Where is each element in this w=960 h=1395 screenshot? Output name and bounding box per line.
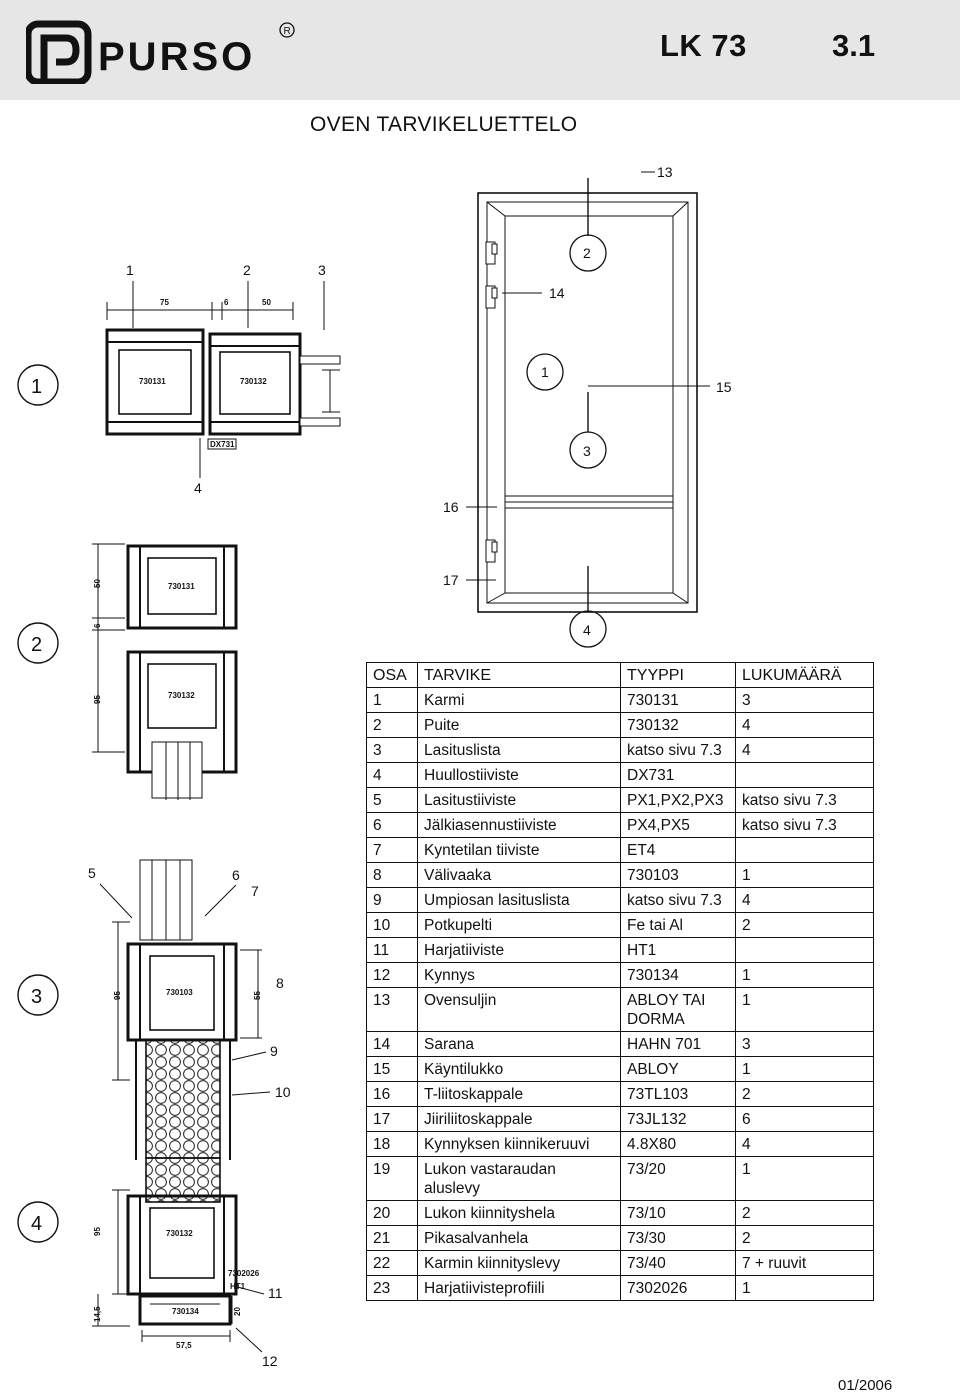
svg-text:14,5: 14,5 — [93, 1306, 102, 1322]
svg-text:3: 3 — [318, 262, 326, 278]
svg-text:11: 11 — [268, 1285, 283, 1301]
section-marker-2: 2 — [17, 622, 59, 664]
svg-text:1: 1 — [31, 376, 42, 398]
svg-text:3: 3 — [31, 986, 42, 1008]
svg-text:2: 2 — [243, 262, 251, 278]
section-marker-3: 3 — [17, 974, 59, 1016]
svg-text:730132: 730132 — [240, 377, 267, 386]
svg-text:4: 4 — [31, 1213, 42, 1235]
svg-text:12: 12 — [262, 1353, 278, 1369]
col-header-osa: OSA — [366, 662, 418, 688]
svg-text:1: 1 — [126, 262, 134, 278]
svg-text:55: 55 — [253, 991, 262, 1000]
col-header-lukumaara: LUKUMÄÄRÄ — [735, 662, 874, 688]
doc-number: 3.1 — [832, 28, 876, 63]
svg-text:95: 95 — [113, 991, 122, 1000]
svg-text:3: 3 — [583, 443, 591, 459]
svg-text:730132: 730132 — [168, 691, 195, 700]
svg-text:95: 95 — [93, 695, 102, 704]
svg-text:9: 9 — [270, 1043, 278, 1059]
svg-text:14: 14 — [549, 285, 565, 301]
col-header-tarvike: TARVIKE — [417, 662, 621, 688]
door-callouts: 13 2 14 1 15 3 16 17 4 — [443, 164, 732, 648]
svg-text:2: 2 — [31, 634, 42, 656]
svg-text:50: 50 — [93, 579, 102, 588]
svg-text:2: 2 — [583, 245, 591, 261]
svg-text:1: 1 — [541, 364, 549, 380]
svg-text:20: 20 — [233, 1307, 242, 1316]
svg-text:7302026: 7302026 — [228, 1269, 260, 1278]
footer-date: 01/2006 — [838, 1377, 893, 1394]
svg-text:5: 5 — [88, 865, 96, 881]
svg-text:15: 15 — [716, 379, 732, 395]
svg-text:DX731: DX731 — [210, 440, 235, 449]
svg-text:8: 8 — [276, 975, 284, 991]
svg-text:4: 4 — [583, 622, 591, 638]
purso-logo-icon: PURSO R — [26, 20, 295, 84]
svg-text:13: 13 — [657, 164, 673, 180]
svg-text:6: 6 — [224, 298, 229, 307]
svg-text:6: 6 — [232, 867, 240, 883]
svg-text:17: 17 — [443, 572, 459, 588]
svg-text:730131: 730131 — [139, 377, 166, 386]
header-bar: PURSO R LK 73 3.1 — [0, 0, 960, 100]
svg-text:57,5: 57,5 — [176, 1341, 192, 1350]
section-marker-1: 1 — [17, 364, 59, 406]
detail-3-section: 5 6 7 8 9 10 95 55 730103 — [88, 859, 291, 1160]
svg-text:7: 7 — [251, 883, 259, 899]
detail-2-section: 50 6 95 730131 730132 — [92, 543, 238, 800]
detail-1-section: 1 2 3 4 75 6 50 — [105, 262, 341, 496]
svg-text:730103: 730103 — [166, 988, 193, 997]
svg-text:730134: 730134 — [172, 1307, 199, 1316]
svg-text:16: 16 — [443, 499, 459, 515]
svg-text:730132: 730132 — [166, 1229, 193, 1238]
detail-4-section: 95 14,5 20 57,5 730132 7302026 HT1 73013… — [92, 1157, 283, 1369]
svg-text:50: 50 — [262, 298, 271, 307]
col-header-tyyppi: TYYPPI — [620, 662, 736, 688]
section-markers: 1 2 3 4 — [17, 364, 59, 1243]
brand-text: PURSO — [98, 35, 255, 79]
doc-code: LK 73 — [660, 28, 747, 63]
page-title: OVEN TARVIKELUETTELO — [310, 113, 578, 136]
svg-text:6: 6 — [93, 623, 102, 628]
svg-text:10: 10 — [275, 1084, 291, 1100]
svg-text:730131: 730131 — [168, 582, 195, 591]
svg-text:R: R — [284, 26, 291, 37]
door-elevation: 13 2 14 1 15 3 16 17 4 — [443, 164, 732, 648]
section-marker-4: 4 — [17, 1201, 59, 1243]
registered-mark-icon — [279, 22, 295, 38]
svg-text:75: 75 — [160, 298, 169, 307]
svg-text:95: 95 — [93, 1227, 102, 1236]
table-header-row: OSA TARVIKE TYYPPI LUKUMÄÄRÄ — [366, 662, 874, 688]
svg-text:4: 4 — [194, 480, 202, 496]
svg-text:HT1: HT1 — [230, 1282, 246, 1291]
